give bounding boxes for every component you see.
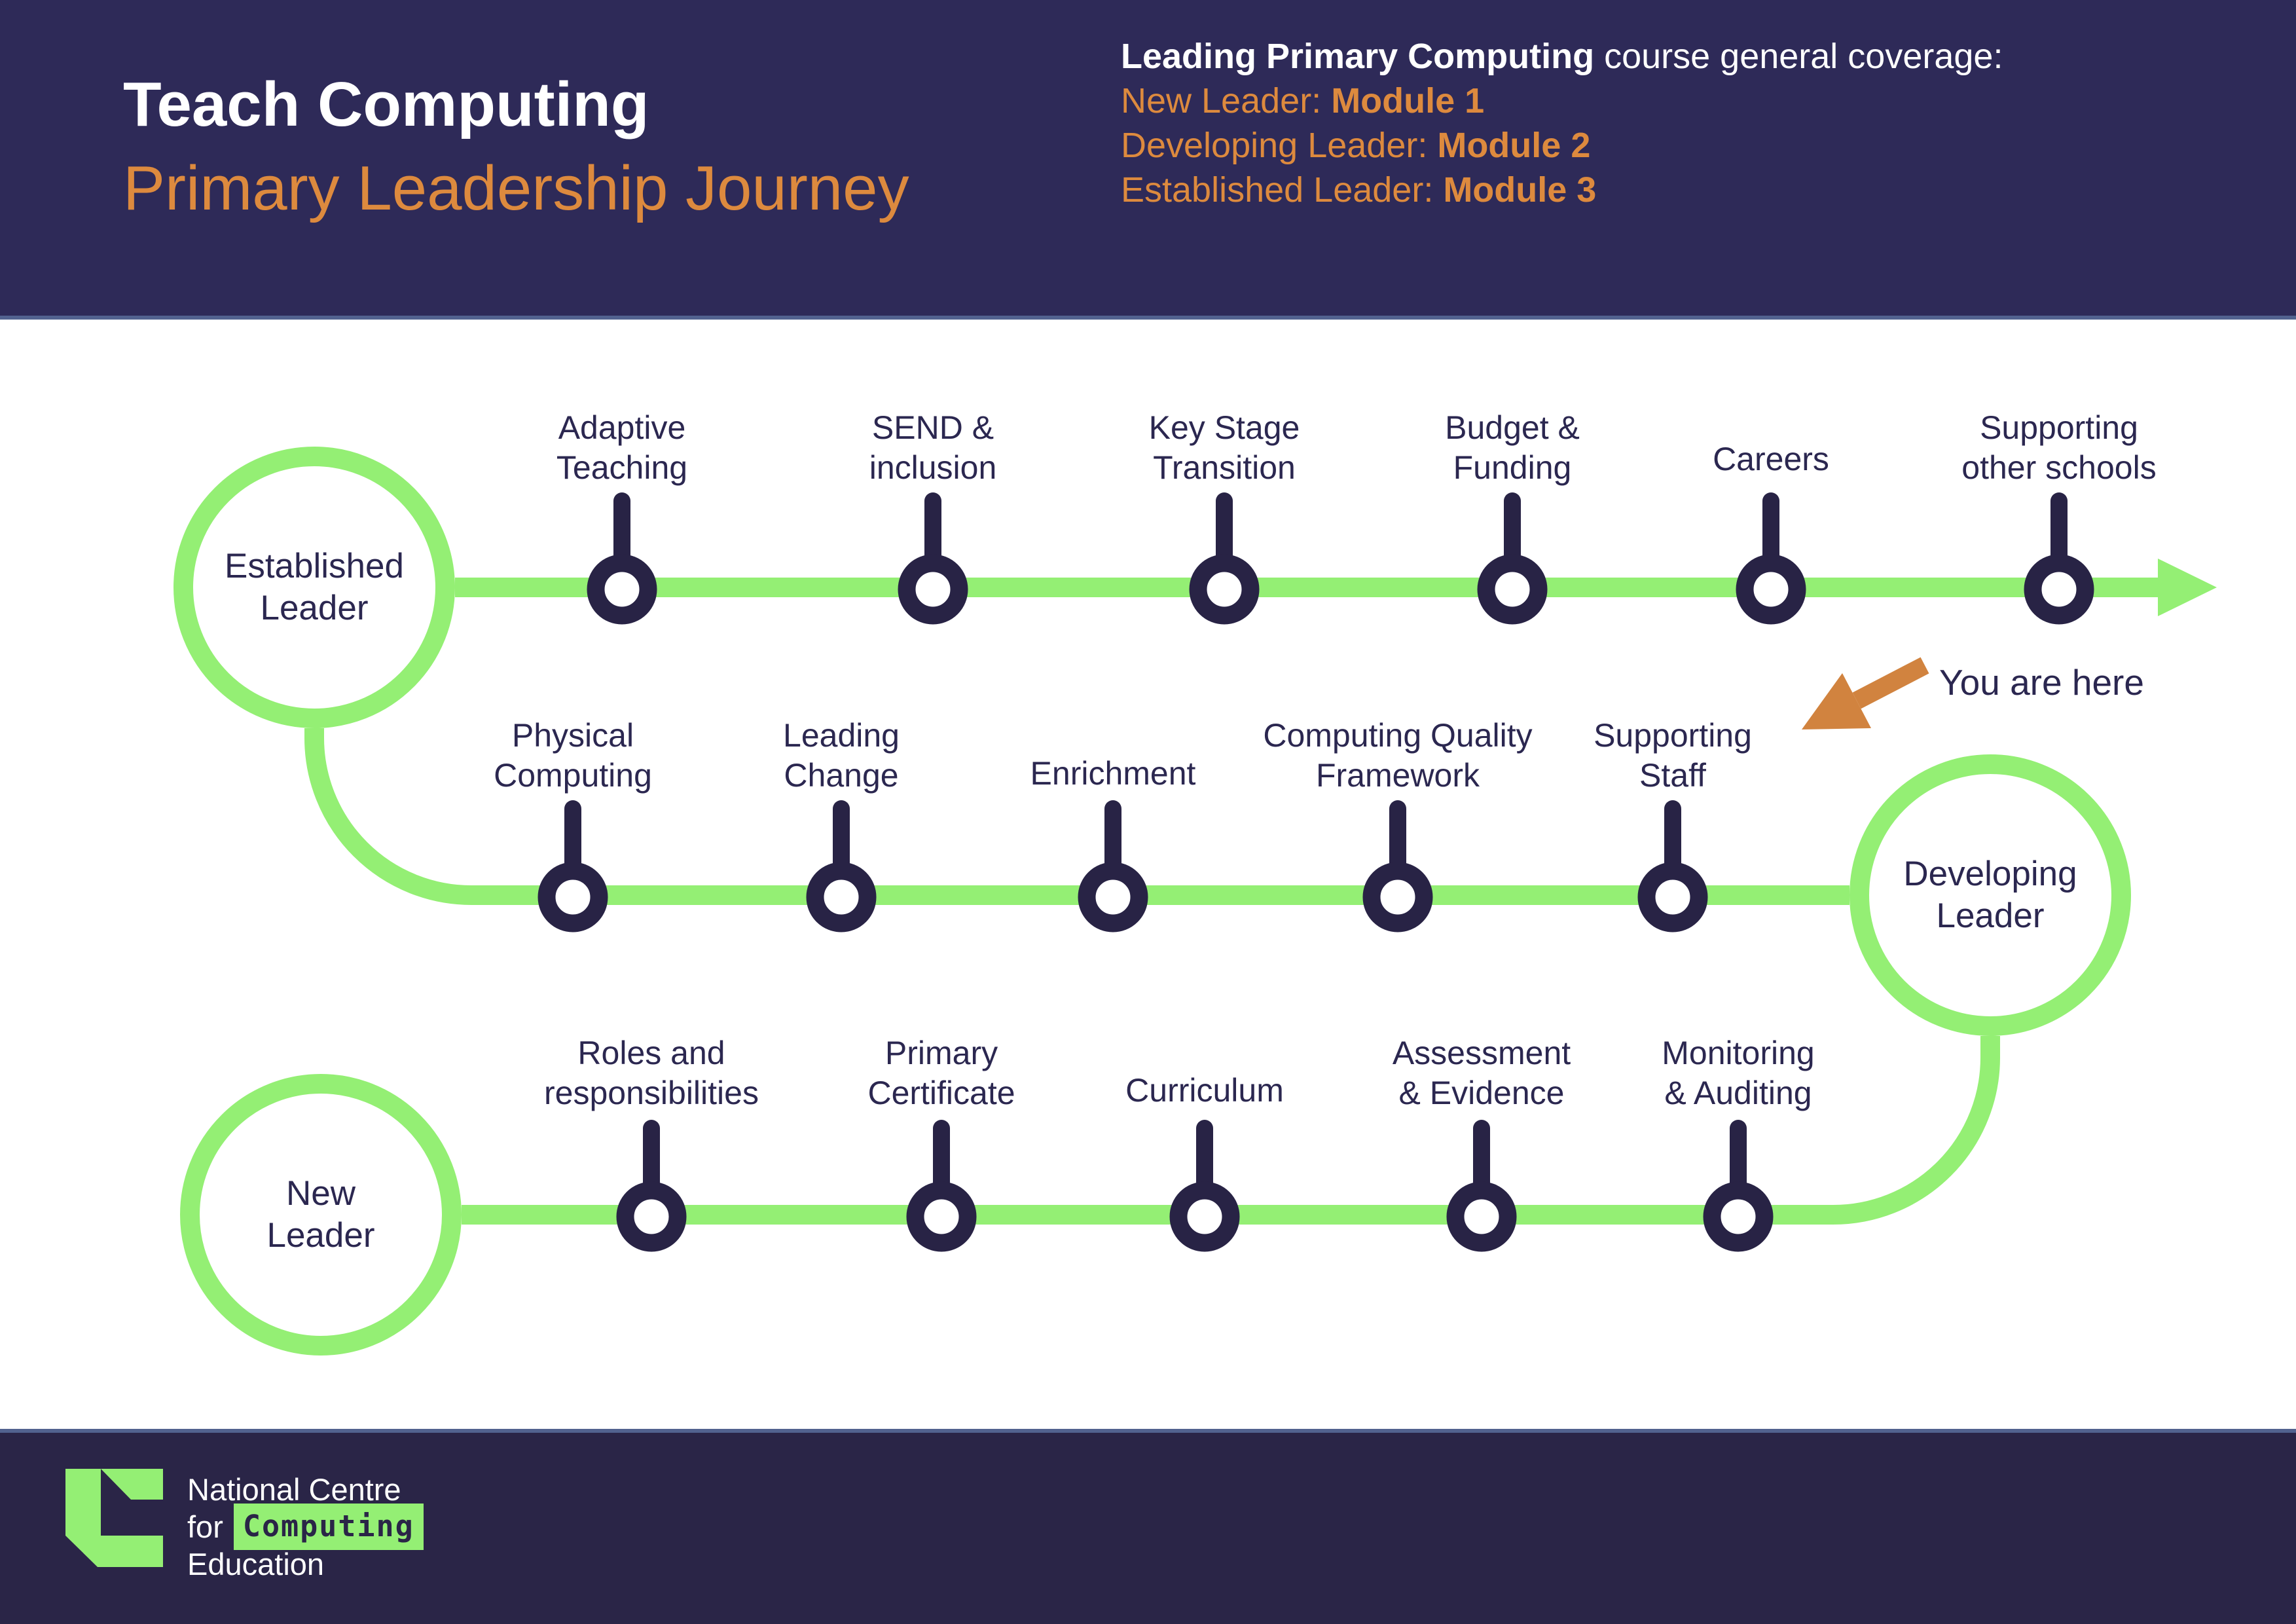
milestone-label-budget-funding: Budget & Funding [1445, 409, 1580, 486]
page-subtitle: Primary Leadership Journey [123, 153, 909, 223]
milestone-pin-supporting-staff [1637, 800, 1708, 932]
milestone-pin-careers [1736, 492, 1806, 625]
coverage-module-label: Module 1 [1331, 81, 1485, 120]
coverage-course-name: Leading Primary Computing [1121, 37, 1595, 76]
milestone-pin-monitoring-auditing [1703, 1120, 1774, 1252]
milestone-label-assessment-evidence: Assessment & Evidence [1392, 1035, 1571, 1111]
stage-circle-developing-leader: Developing Leader [1850, 754, 2131, 1036]
logo-line-3: Education [187, 1547, 325, 1581]
coverage-item-developing-leader: Developing Leader: Module 2 [1121, 123, 2003, 168]
milestone-label-curriculum: Curriculum [1125, 1072, 1284, 1109]
milestone-label-supporting-staff: Supporting Staff [1594, 717, 1752, 794]
milestone-label-supporting-other-schools: Supporting other schools [1961, 409, 2157, 486]
ncce-logo-wordmark: National Centre for Computing Education [187, 1471, 424, 1583]
you-are-here-arrow-icon [1802, 657, 1929, 729]
milestone-pin-send-inclusion [898, 492, 968, 625]
milestone-label-physical-computing: Physical Computing [494, 717, 652, 794]
coverage-heading: Leading Primary Computing course general… [1121, 34, 2003, 79]
milestone-label-key-stage-transition: Key Stage Transition [1148, 409, 1300, 486]
stage-circle-new-leader: New Leader [180, 1074, 462, 1356]
stage-circle-established-leader: Established Leader [173, 447, 455, 728]
milestone-pin-computing-quality-framework [1362, 800, 1433, 932]
logo-for-text: for [187, 1509, 223, 1544]
milestone-label-careers: Careers [1713, 441, 1829, 477]
coverage-stage-label: Established Leader: [1121, 170, 1444, 210]
milestone-label-leading-change: Leading Change [783, 717, 900, 794]
stage-label: New Leader [266, 1174, 375, 1255]
milestone-label-primary-certificate: Primary Certificate [867, 1035, 1015, 1111]
milestone-label-send-inclusion: SEND & inclusion [869, 409, 997, 486]
milestone-pin-assessment-evidence [1446, 1120, 1517, 1252]
coverage-module-label: Module 3 [1443, 170, 1597, 210]
header-band: Teach Computing Primary Leadership Journ… [0, 0, 2296, 320]
milestone-pin-primary-certificate [906, 1120, 977, 1252]
milestone-pin-physical-computing [538, 800, 608, 932]
coverage-item-established-leader: Established Leader: Module 3 [1121, 168, 2003, 212]
coverage-stage-label: Developing Leader: [1121, 126, 1438, 165]
stage-label: Developing Leader [1903, 855, 2077, 935]
milestone-label-adaptive-teaching: Adaptive Teaching [556, 409, 688, 486]
milestone-pin-curriculum [1169, 1120, 1240, 1252]
milestone-pin-leading-change [806, 800, 877, 932]
ncce-logo-icon [65, 1469, 163, 1567]
milestone-pin-budget-funding [1477, 492, 1548, 625]
milestone-label-roles-responsibilities: Roles and responsibilities [544, 1035, 759, 1111]
logo-line-2: for Computing [187, 1504, 424, 1550]
milestone-pin-adaptive-teaching [587, 492, 657, 625]
milestone-label-monitoring-auditing: Monitoring & Auditing [1662, 1035, 1815, 1111]
milestone-label-enrichment: Enrichment [1030, 755, 1196, 792]
milestone-label-computing-quality-framework: Computing Quality Framework [1263, 717, 1533, 794]
course-coverage: Leading Primary Computing course general… [1121, 34, 2003, 212]
coverage-heading-rest: course general coverage: [1594, 37, 2003, 76]
route-middle-row [304, 728, 1850, 905]
milestone-pin-key-stage-transition [1189, 492, 1260, 625]
coverage-item-new-leader: New Leader: Module 1 [1121, 79, 2003, 123]
coverage-module-label: Module 2 [1437, 126, 1591, 165]
milestone-pin-roles-responsibilities [616, 1120, 687, 1252]
milestone-pin-enrichment [1078, 800, 1148, 932]
coverage-stage-label: New Leader: [1121, 81, 1332, 120]
logo-line-1: National Centre [187, 1472, 401, 1507]
route-end-arrow-icon [2158, 559, 2217, 616]
route-bottom-row [462, 1036, 2000, 1225]
stage-label: Established Leader [224, 547, 404, 627]
page-title: Teach Computing [123, 69, 649, 139]
you-are-here-label: You are here [1939, 662, 2144, 703]
milestone-pin-supporting-other-schools [2024, 492, 2094, 625]
logo-computing-highlight: Computing [233, 1504, 424, 1550]
